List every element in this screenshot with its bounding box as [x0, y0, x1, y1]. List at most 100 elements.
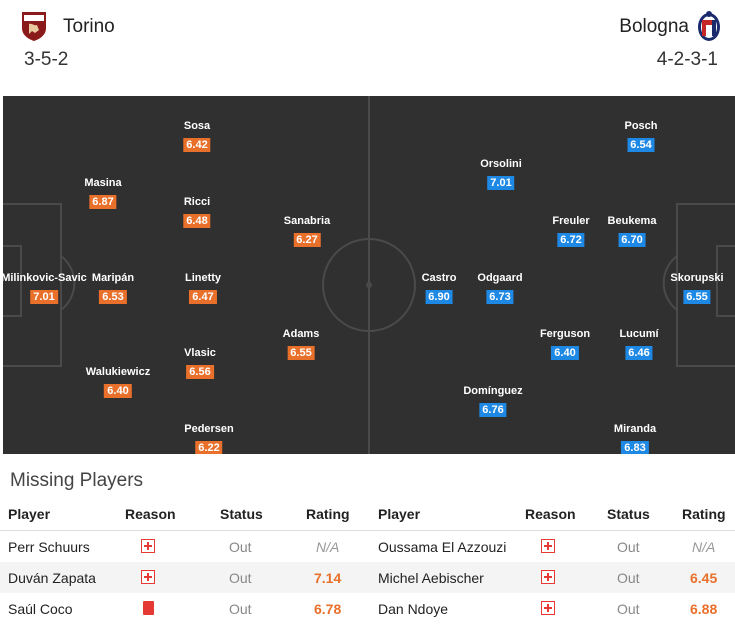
player-card[interactable]: Walukiewicz 6.40 — [86, 366, 150, 399]
player-name: Freuler — [552, 215, 590, 227]
home-team-name[interactable]: Torino — [63, 16, 115, 37]
player-card[interactable]: Adams 6.55 — [282, 328, 320, 361]
player-rating: 6.90 — [425, 290, 453, 304]
player-name: Ferguson — [539, 328, 591, 340]
player-card[interactable]: Pedersen 6.22 — [184, 423, 234, 454]
player-name: Walukiewicz — [85, 366, 151, 378]
away-team-name[interactable]: Bologna — [619, 16, 689, 37]
home-missing-status: Out — [229, 539, 252, 555]
player-card[interactable]: Orsolini 7.01 — [480, 158, 522, 191]
player-rating: 6.54 — [627, 138, 655, 152]
home-missing-player[interactable]: Duván Zapata — [8, 570, 96, 586]
bologna-crest-icon — [697, 10, 721, 47]
player-rating: 6.22 — [195, 441, 223, 454]
player-rating: 6.48 — [183, 214, 211, 228]
player-card[interactable]: Masina 6.87 — [84, 177, 122, 210]
player-card[interactable]: Sanabria 6.27 — [284, 215, 330, 248]
player-card[interactable]: Posch 6.54 — [624, 120, 658, 153]
player-card[interactable]: Ferguson 6.40 — [540, 328, 590, 361]
table-row: Perr Schuurs Out N/A Oussama El Azzouzi … — [0, 531, 735, 562]
home-missing-rating: 6.78 — [314, 601, 342, 617]
player-name: Adams — [282, 328, 320, 340]
player-rating: 6.76 — [479, 403, 507, 417]
home-missing-rating: N/A — [316, 539, 340, 555]
player-rating: 6.40 — [104, 384, 132, 398]
pitch-lines — [3, 96, 735, 454]
injury-icon — [541, 539, 555, 553]
col-reason: Reason — [525, 506, 576, 522]
table-row: Saúl Coco Out 6.78 Dan Ndoye Out 6.88 — [0, 593, 735, 624]
injury-icon — [141, 539, 155, 553]
player-name: Milinkovic-Savic — [3, 272, 87, 284]
player-rating: 6.72 — [557, 233, 585, 247]
player-card[interactable]: Linetty 6.47 — [185, 272, 221, 305]
player-card[interactable]: Miranda 6.83 — [614, 423, 656, 454]
player-name: Pedersen — [184, 423, 234, 435]
player-rating: 6.55 — [287, 346, 315, 360]
player-name: Domínguez — [463, 385, 523, 397]
col-rating: Rating — [682, 506, 726, 522]
missing-table-header: Player Reason Status Rating Player Reaso… — [0, 498, 735, 531]
away-missing-status: Out — [617, 601, 640, 617]
player-card[interactable]: Lucumí 6.46 — [619, 328, 659, 361]
player-card[interactable]: Vlasic 6.56 — [184, 347, 216, 380]
away-missing-player[interactable]: Oussama El Azzouzi — [378, 539, 507, 555]
home-missing-status: Out — [229, 570, 252, 586]
player-name: Posch — [624, 120, 658, 132]
away-missing-rating: 6.88 — [690, 601, 718, 617]
col-rating: Rating — [306, 506, 350, 522]
player-card[interactable]: Milinkovic-Savic 7.01 — [3, 272, 87, 305]
player-rating: 6.70 — [618, 233, 646, 247]
player-name: Sosa — [183, 120, 211, 132]
col-status: Status — [220, 506, 263, 522]
col-player: Player — [378, 506, 421, 522]
player-rating: 7.01 — [30, 290, 58, 304]
player-name: Vlasic — [184, 347, 216, 359]
player-name: Castro — [421, 272, 457, 284]
player-name: Beukema — [607, 215, 657, 227]
away-missing-rating: 6.45 — [690, 570, 718, 586]
torino-crest-icon — [20, 10, 48, 47]
home-formation: 3-5-2 — [24, 49, 69, 70]
player-card[interactable]: Castro 6.90 — [421, 272, 457, 305]
player-rating: 6.87 — [89, 195, 117, 209]
player-card[interactable]: Ricci 6.48 — [183, 196, 211, 229]
player-name: Ricci — [183, 196, 211, 208]
player-rating: 6.40 — [551, 346, 579, 360]
missing-players-title: Missing Players — [10, 470, 144, 491]
injury-icon — [141, 570, 155, 584]
home-missing-status: Out — [229, 601, 252, 617]
player-card[interactable]: Freuler 6.72 — [552, 215, 590, 248]
player-name: Lucumí — [619, 328, 659, 340]
player-rating: 6.47 — [189, 290, 217, 304]
player-name: Odgaard — [477, 272, 523, 284]
player-rating: 6.55 — [683, 290, 711, 304]
player-name: Skorupski — [670, 272, 724, 284]
player-card[interactable]: Domínguez 6.76 — [463, 385, 523, 418]
table-row: Duván Zapata Out 7.14 Michel Aebischer O… — [0, 562, 735, 593]
player-rating: 6.83 — [621, 441, 649, 454]
player-rating: 6.53 — [99, 290, 127, 304]
red-card-icon — [143, 601, 154, 615]
player-name: Miranda — [613, 423, 657, 435]
home-missing-player[interactable]: Saúl Coco — [8, 601, 73, 617]
player-rating: 6.46 — [625, 346, 653, 360]
player-card[interactable]: Skorupski 6.55 — [670, 272, 724, 305]
player-name: Masina — [84, 177, 122, 189]
player-name: Sanabria — [283, 215, 331, 227]
player-name: Orsolini — [480, 158, 522, 170]
col-status: Status — [607, 506, 650, 522]
player-name: Maripán — [91, 272, 135, 284]
away-missing-player[interactable]: Michel Aebischer — [378, 570, 484, 586]
injury-icon — [541, 570, 555, 584]
player-card[interactable]: Beukema 6.70 — [607, 215, 657, 248]
player-name: Linetty — [184, 272, 222, 284]
away-missing-player[interactable]: Dan Ndoye — [378, 601, 449, 617]
player-rating: 6.27 — [293, 233, 321, 247]
player-rating: 7.01 — [487, 176, 515, 190]
player-card[interactable]: Maripán 6.53 — [92, 272, 134, 305]
player-rating: 6.56 — [186, 365, 214, 379]
home-missing-player[interactable]: Perr Schuurs — [8, 539, 90, 555]
